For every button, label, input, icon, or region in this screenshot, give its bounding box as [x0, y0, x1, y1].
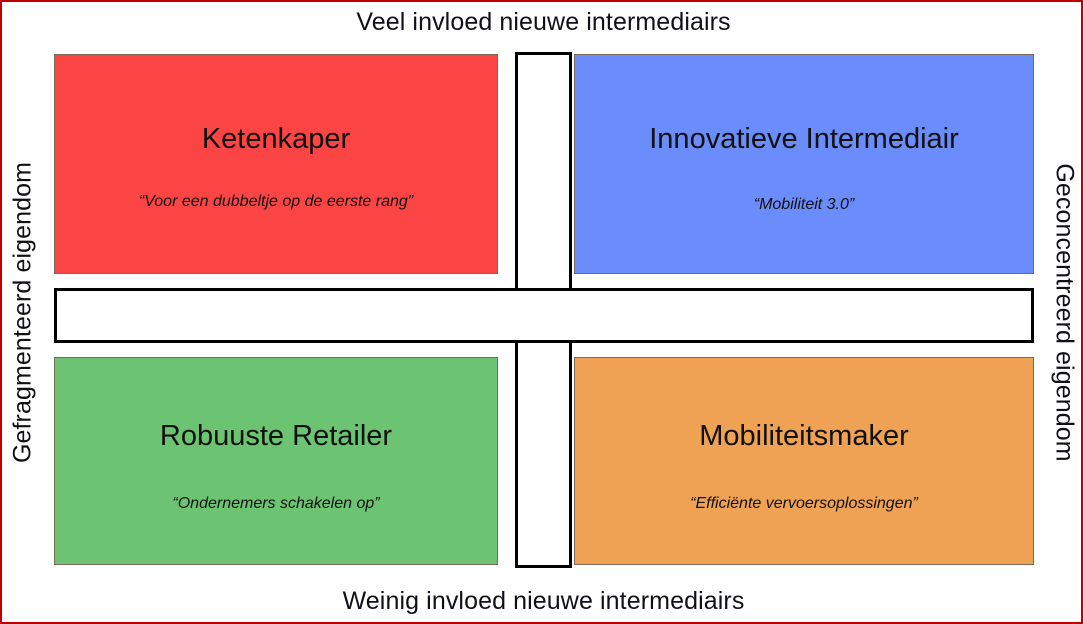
axis-label-left: Gefragmenteerd eigendom: [8, 161, 37, 464]
quadrant-quote: “Efficiënte vervoersoplossingen”: [690, 495, 918, 512]
quadrant-title: Robuuste Retailer: [159, 420, 393, 452]
quadrant-title: Mobiliteitsmaker: [699, 420, 909, 452]
quadrant-title: Innovatieve Intermediair: [649, 123, 959, 155]
quadrant-quote: “Mobiliteit 3.0”: [753, 196, 855, 213]
quadrant-top-left[interactable]: Ketenkaper “Voor een dubbeltje op de eer…: [54, 54, 498, 274]
quadrant-quote: “Voor een dubbeltje op de eerste rang”: [138, 193, 414, 210]
quadrant-title: Ketenkaper: [201, 123, 351, 155]
axis-cross-center: [518, 291, 569, 340]
quadrant-top-right[interactable]: Innovatieve Intermediair “Mobiliteit 3.0…: [574, 54, 1034, 274]
quadrant-bottom-right[interactable]: Mobiliteitsmaker “Efficiënte vervoersopl…: [574, 357, 1034, 565]
quadrant-quote: “Ondernemers schakelen op”: [172, 495, 380, 512]
quadrant-bottom-left[interactable]: Robuuste Retailer “Ondernemers schakelen…: [54, 357, 498, 565]
axis-label-bottom: Weinig invloed nieuwe intermediairs: [342, 587, 745, 615]
axis-label-top: Veel invloed nieuwe intermediairs: [356, 8, 731, 36]
axis-label-right: Geconcentreerd eigendom: [1050, 163, 1079, 462]
